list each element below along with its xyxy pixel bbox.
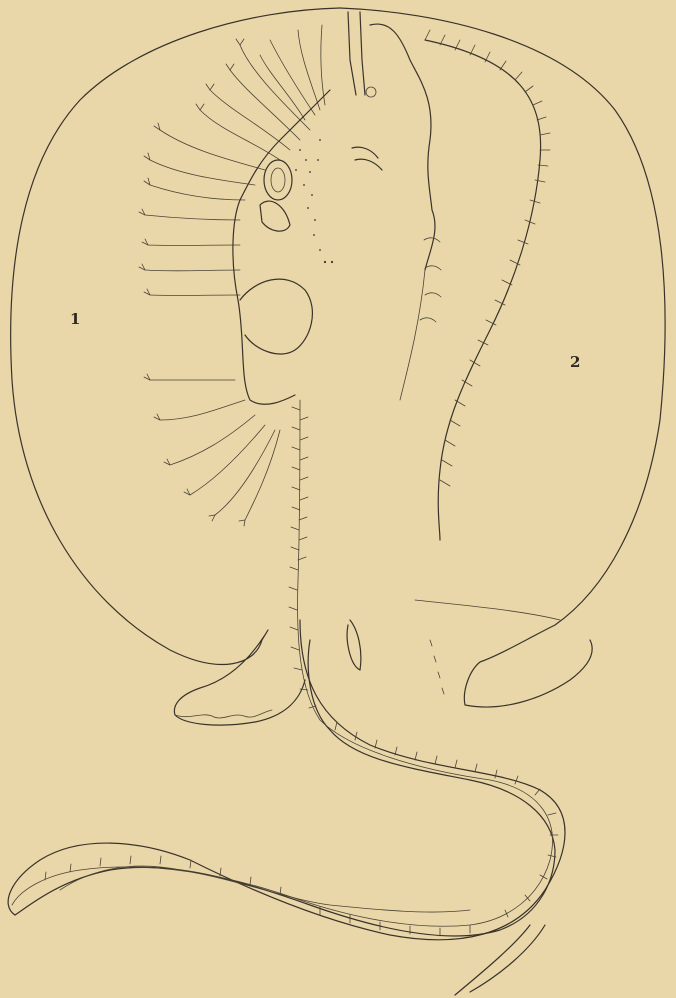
tail-fin <box>60 866 470 912</box>
nerves-left <box>145 45 310 520</box>
figure-label-2: 2 <box>570 353 580 371</box>
pelvic-fin-left <box>175 710 272 718</box>
clasper <box>347 620 361 670</box>
rostral-cartilage <box>348 12 365 95</box>
nerves-upper <box>260 25 325 120</box>
head-region <box>370 24 435 270</box>
lateral-loop <box>240 279 312 354</box>
figure-label-1: 1 <box>70 310 80 328</box>
caudal-nerve <box>12 400 553 926</box>
disc-outline-right <box>340 8 665 707</box>
spiracle <box>260 201 290 231</box>
gill-slit-6 <box>420 318 436 322</box>
gill-slit-4 <box>425 266 441 270</box>
gill-slit-5 <box>425 293 441 297</box>
fin-radial-ticks-right <box>425 30 550 486</box>
gill-slit-1 <box>352 147 378 158</box>
fin-radial-line-right <box>425 40 541 540</box>
disc-outline <box>11 8 340 725</box>
pelvic-dots <box>430 640 444 694</box>
eye-right <box>366 87 376 97</box>
gill-slit-3 <box>424 238 440 242</box>
gill-slit-2 <box>355 159 382 170</box>
tail-upper <box>8 620 565 940</box>
caudal-nerve-branches <box>45 407 558 936</box>
tail-lower <box>15 640 555 936</box>
eye-left-inner <box>271 168 285 192</box>
head-stipple <box>295 139 333 263</box>
nerve-tips-left <box>139 39 245 526</box>
eye-left <box>264 160 292 200</box>
body-lateral-right <box>400 270 560 620</box>
lateral-trunk <box>233 90 330 404</box>
